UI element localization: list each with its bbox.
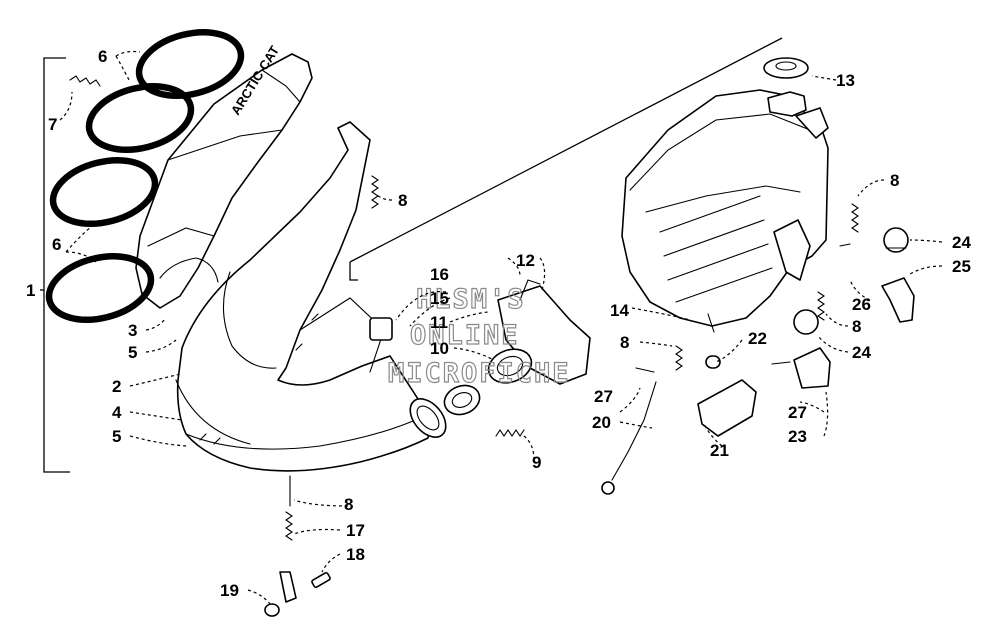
callout-4: 4 (112, 403, 122, 422)
callout-21: 21 (710, 441, 729, 460)
assembly-line (349, 37, 783, 281)
expansion-chamber (175, 121, 447, 472)
manifold-coupler (369, 279, 591, 416)
callout-17: 17 (346, 521, 365, 540)
callout-11: 11 (430, 313, 448, 332)
callout-23: 23 (788, 427, 807, 446)
callout-18: 18 (346, 545, 365, 564)
right-hardware (285, 203, 915, 541)
small-spring (69, 75, 101, 87)
muffler (621, 57, 829, 327)
callout-6-upper: 6 (98, 47, 107, 66)
callout-8-right-lower: 8 (852, 317, 861, 336)
group-bracket (40, 57, 70, 473)
callout-1: 1 (26, 281, 35, 300)
callout-7: 7 (48, 115, 57, 134)
callout-6-lower: 6 (52, 235, 61, 254)
callout-27-right: 27 (788, 403, 807, 422)
callout-24-lower: 24 (852, 343, 871, 362)
callout-9: 9 (532, 453, 541, 472)
callout-5-upper: 5 (128, 343, 137, 362)
callout-8-lower: 8 (344, 495, 353, 514)
callout-16: 16 (430, 265, 449, 284)
watermark: HLSM'S ONLINE MICROFICHE (387, 283, 571, 389)
callout-19: 19 (220, 581, 239, 600)
callout-24-upper: 24 (952, 233, 971, 252)
callout-8-upper: 8 (398, 191, 407, 210)
leader-lines (59, 50, 943, 605)
spring-8-upper (371, 175, 379, 209)
callout-20: 20 (592, 413, 611, 432)
watermark-line-3: MICROFICHE (388, 358, 571, 389)
callout-3: 3 (128, 321, 137, 340)
callout-25: 25 (952, 257, 971, 276)
callout-10: 10 (430, 339, 449, 358)
callout-27-left: 27 (594, 387, 613, 406)
callout-12: 12 (516, 251, 535, 270)
clamp-rings (45, 29, 245, 323)
callout-15: 15 (430, 289, 449, 308)
callout-8-right: 8 (890, 171, 899, 190)
callout-8-mid: 8 (620, 333, 629, 352)
callout-26: 26 (852, 295, 871, 314)
bottom-hardware (264, 475, 331, 617)
watermark-line-2: ONLINE (410, 320, 520, 351)
watermark-line-1: HLSM'S (416, 284, 526, 315)
callout-5-lower: 5 (112, 427, 121, 446)
spring-9 (495, 429, 525, 437)
callout-13: 13 (836, 71, 855, 90)
callout-2: 2 (112, 377, 121, 396)
callout-22: 22 (748, 329, 767, 348)
callout-14: 14 (610, 301, 629, 320)
callout-labels: 1 2 3 4 5 5 6 6 7 8 8 8 8 8 9 10 11 12 1… (26, 47, 971, 600)
